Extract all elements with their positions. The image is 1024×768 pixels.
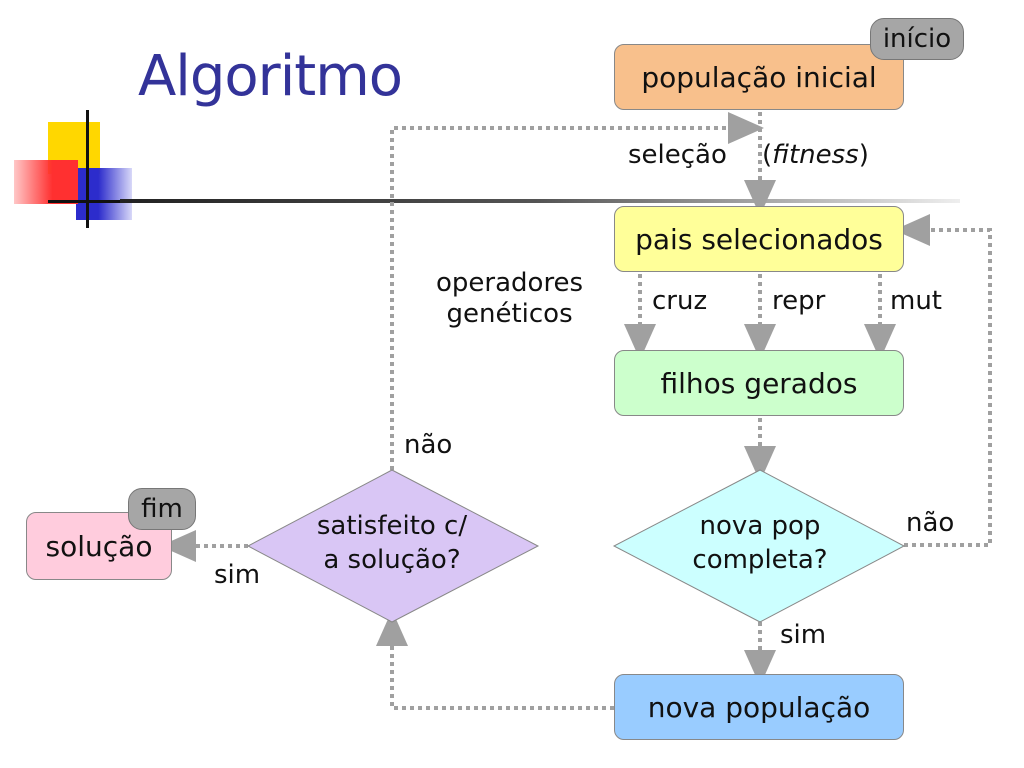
label-operadores-line2: genéticos	[446, 299, 573, 330]
decision-satisfeito-text: satisfeito c/ a solução?	[290, 510, 494, 578]
decision-satisfeito-line2: a solução?	[323, 544, 461, 575]
arrow-satisfeito-nao-loop	[390, 112, 764, 470]
decorative-logo	[14, 108, 144, 228]
node-populacao-inicial: população inicial	[614, 44, 904, 110]
label-fitness-close: )	[858, 140, 869, 170]
decision-nova-pop-text: nova pop completa?	[664, 510, 856, 578]
node-solucao: solução	[26, 512, 172, 580]
arrow-novapop-to-satisfeito	[376, 610, 614, 710]
node-pais-selecionados: pais selecionados	[614, 206, 904, 272]
slide-title: Algoritmo	[138, 44, 403, 109]
label-repr: repr	[772, 286, 826, 316]
logo-red-square	[14, 160, 78, 204]
label-operadores-line1: operadores	[436, 268, 584, 298]
arrow-decision-nao-loop	[894, 214, 992, 547]
label-nao-left: não	[404, 430, 453, 460]
label-operadores-geneticos: operadores genéticos	[436, 268, 583, 330]
label-fitness-text: fitness	[772, 140, 859, 170]
logo-vertical-line	[86, 110, 89, 228]
label-cruz: cruz	[652, 286, 708, 316]
label-nao-right: não	[906, 508, 955, 538]
tag-inicio: início	[870, 18, 964, 60]
label-sim-left: sim	[214, 560, 261, 590]
label-selecao: seleção	[628, 140, 727, 170]
tag-fim: fim	[128, 488, 196, 530]
decision-nova-pop-line2: completa?	[692, 544, 828, 575]
label-mut: mut	[890, 286, 942, 316]
decision-nova-pop-shape	[612, 469, 906, 623]
label-fitness: (fitness)	[762, 140, 869, 171]
header-rule	[120, 199, 960, 203]
node-filhos-gerados: filhos gerados	[614, 350, 904, 416]
label-sim-bottom: sim	[780, 620, 827, 650]
decision-satisfeito-line1: satisfeito c/	[316, 511, 468, 541]
decision-nova-pop-line1: nova pop	[699, 511, 821, 541]
node-nova-populacao: nova população	[614, 674, 904, 740]
label-fitness-open: (	[762, 140, 773, 170]
logo-blue-square	[76, 168, 132, 220]
logo-horizontal-line	[48, 200, 138, 203]
decision-satisfeito-shape	[246, 469, 540, 623]
